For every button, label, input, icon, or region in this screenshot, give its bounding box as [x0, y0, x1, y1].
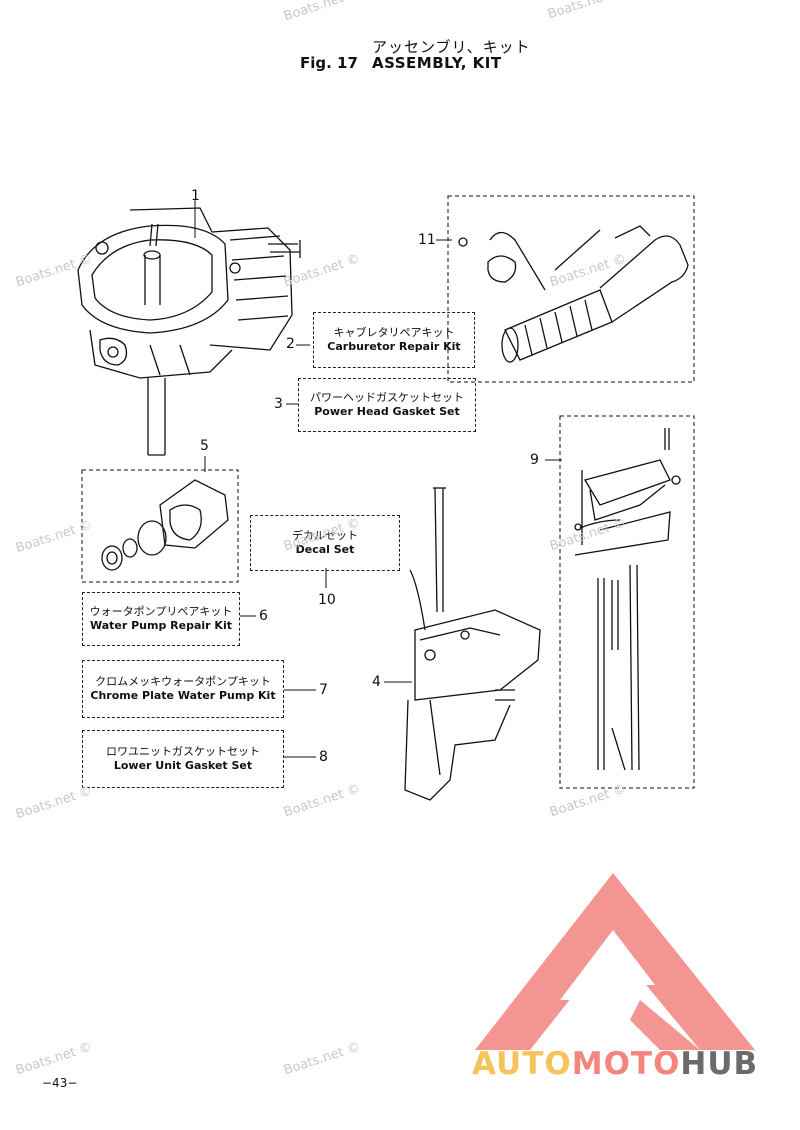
lower-unit-kit-label-jp: ロワユニットガスケットセット	[106, 745, 260, 758]
callout-1: 1	[191, 188, 200, 204]
callout-3: 3	[274, 396, 283, 412]
water-pump-kit-label-jp: ウォータポンプリペアキット	[89, 605, 233, 618]
lower-unit-kit-label-en: Lower Unit Gasket Set	[113, 759, 253, 772]
brand-part-2: MOTO	[571, 1046, 681, 1082]
callout-8: 8	[319, 749, 328, 765]
decal-set-box: デカルセット Decal Set	[250, 515, 400, 571]
callout-10: 10	[318, 592, 336, 608]
title-japanese: アッセンブリ、キット	[372, 38, 531, 56]
water-pump-kit-label-en: Water Pump Repair Kit	[89, 619, 232, 632]
brand-wordmark: AUTOMOTOHUB	[472, 1046, 758, 1082]
power-head-kit-label-jp: パワーヘッドガスケットセット	[310, 391, 464, 404]
brand-part-3: HUB	[680, 1046, 759, 1082]
chrome-pump-kit-label-en: Chrome Plate Water Pump Kit	[90, 689, 276, 702]
decal-set-label-jp: デカルセット	[292, 529, 358, 542]
decal-set-label-en: Decal Set	[295, 543, 355, 556]
carburetor-kit-label-jp: キャブレタリペアキット	[333, 326, 455, 339]
callout-9: 9	[530, 452, 539, 468]
carburetor-repair-kit-box: キャブレタリペアキット Carburetor Repair Kit	[313, 312, 475, 368]
power-head-assembly-drawing	[77, 207, 301, 456]
water-pump-parts-drawing	[101, 479, 229, 571]
brand-part-1: AUTO	[472, 1046, 572, 1082]
callout-5: 5	[200, 438, 209, 454]
power-head-gasket-set-box: パワーヘッドガスケットセット Power Head Gasket Set	[298, 378, 476, 432]
figure-number: Fig. 17	[300, 54, 358, 72]
callout-4: 4	[372, 674, 381, 690]
extension-kit-drawing	[574, 428, 681, 771]
callout-2: 2	[286, 336, 295, 352]
carburetor-kit-label-en: Carburetor Repair Kit	[327, 340, 461, 353]
callout-6: 6	[259, 608, 268, 624]
brand-logo-icon	[475, 873, 755, 1050]
figure-title: ASSEMBLY, KIT	[372, 54, 502, 72]
chrome-pump-kit-label-jp: クロムメッキウォータポンプキット	[95, 675, 271, 688]
chrome-plate-water-pump-kit-box: クロムメッキウォータポンプキット Chrome Plate Water Pump…	[82, 660, 284, 718]
callout-7: 7	[319, 682, 328, 698]
lower-unit-gasket-set-box: ロワユニットガスケットセット Lower Unit Gasket Set	[82, 730, 284, 788]
lower-unit-drawing	[404, 487, 541, 801]
water-pump-repair-kit-box: ウォータポンプリペアキット Water Pump Repair Kit	[82, 592, 240, 646]
callout-11: 11	[418, 232, 436, 248]
throttle-handle-drawing	[458, 225, 689, 363]
page-number: −43−	[42, 1076, 78, 1090]
power-head-kit-label-en: Power Head Gasket Set	[314, 405, 460, 418]
